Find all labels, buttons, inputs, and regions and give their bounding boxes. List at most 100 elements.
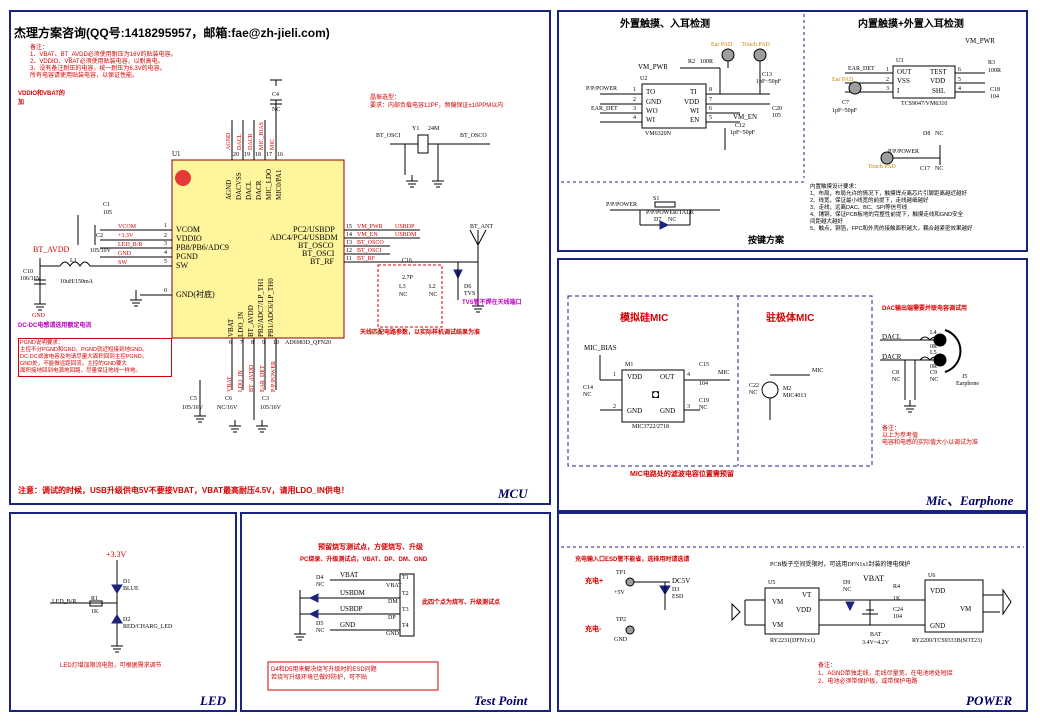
pin-pb1: PB1/ADC6/LP_TH0: [267, 278, 275, 337]
r1-value: 1K: [91, 609, 99, 615]
pin-adc4-usbdm: ADC4/PC4/USBDM: [270, 233, 338, 242]
tp-name-vbat: VBAT: [386, 583, 402, 589]
s1-key-label: P/P/POWER/TALK: [646, 210, 695, 216]
pin-num-8: 8: [251, 340, 254, 346]
tp1-value: +5V: [614, 590, 625, 596]
c19-label: C19: [699, 398, 710, 404]
c7-value: 1pF~50pF: [832, 108, 857, 114]
pin-num-9: 9: [262, 340, 265, 346]
ear-pad-label: Ear PAD: [711, 42, 733, 48]
net-mic: MIC: [270, 138, 276, 150]
u2-num-7: 7: [709, 97, 712, 103]
m1-num-4: 4: [687, 372, 690, 378]
u2-num-5: 5: [709, 115, 712, 121]
l2-value: NC: [429, 292, 438, 298]
pin-ldo-in: LDO_IN: [237, 311, 245, 337]
u3-ear-pad: Ear PAD: [832, 77, 854, 83]
tp-box-note: D4和D5用来解决烧写升级时的ESD问题 若烧写升级环境已做好防护，可不贴: [271, 667, 377, 681]
r3-label: R3: [988, 60, 996, 66]
bt-ant-label: BT_ANT: [470, 224, 493, 230]
tp-net-gnd: GND: [340, 621, 356, 629]
mic-earphone-panel: [557, 258, 1028, 512]
d6-value: TVS: [464, 291, 476, 297]
m1-pin-out: OUT: [660, 373, 675, 381]
led-title: LED: [200, 693, 226, 708]
c20-label: C20: [772, 106, 783, 112]
u2-num-6: 6: [709, 106, 712, 112]
net-vm-pwr: VM_PWR: [357, 224, 383, 230]
net-led-br: LED_B/R: [118, 242, 143, 248]
tp-t2: T2: [402, 591, 409, 597]
mic-note: 备注： 以上为参考值 电容和电感的实际值大小以调试为准: [882, 426, 979, 446]
mic-bias-label: MIC_BIAS: [584, 344, 617, 352]
u5-ref: U5: [768, 580, 776, 586]
c4-label: C4: [272, 92, 280, 98]
u2-num-2: 2: [633, 97, 636, 103]
pin-pb2: PB2/ADC7/LP_TH1: [257, 278, 265, 337]
crystal-title: 晶振选型：: [370, 95, 401, 101]
s1-label: S1: [653, 196, 660, 202]
c7-label: C7: [842, 100, 850, 106]
key-scheme-title: 按键方案: [748, 235, 785, 245]
pin-num-19: 19: [244, 152, 250, 158]
l1-label: L1: [70, 258, 77, 264]
bat-value: 3.4V~4.2V: [862, 640, 889, 646]
u5-pin-vdd: VDD: [796, 606, 812, 614]
d7-label: D7: [654, 217, 662, 223]
d5-label: D5: [316, 621, 324, 627]
c17-label: C17: [920, 166, 931, 172]
s1-pp-power: P/P/POWER: [606, 202, 638, 208]
u3-num-1: 1: [886, 67, 889, 73]
d9-label: D9: [843, 580, 851, 586]
m1-num-3: 3: [687, 404, 690, 410]
l2-label: L2: [429, 284, 436, 290]
u2-num-3: 3: [633, 106, 636, 112]
pgnd-notes: PGND说明要求： 主控不分PGND和GND。PGND就近短接到地GND。 DC…: [18, 338, 172, 377]
c15-value: 104: [699, 381, 708, 387]
m1-pin-vdd: VDD: [627, 373, 643, 381]
c10-value: 106/16V: [20, 276, 41, 282]
pin-mic-ldo: MIC_LDO: [265, 168, 273, 200]
c20-value: 105: [772, 113, 781, 119]
u3-ref: U3: [896, 58, 904, 64]
u2-pin-wi-left: WI: [646, 116, 655, 124]
u3-pp-power: P/P/POWER: [888, 149, 920, 155]
net-vm-en: VM_EN: [357, 232, 378, 238]
r4-label: R4: [893, 584, 901, 590]
l1-value: 10uH/150mA: [60, 279, 93, 285]
c9-label: C9: [930, 370, 938, 376]
d2-value: RED/CHARG_LED: [123, 624, 173, 630]
c18-label: C18: [990, 87, 1001, 93]
mcu-title: MCU: [498, 486, 528, 501]
u2-num-1: 1: [633, 87, 636, 93]
net-bt-osci: BT_OSCI: [357, 248, 382, 254]
d7-value: NC: [668, 217, 677, 223]
pin-vbat: VBAT: [227, 318, 235, 337]
pin-num-12: 12: [346, 248, 352, 254]
pcb-note: PCB板子空间受限时，可选用DFN1x1封装的锂电保护: [770, 562, 911, 568]
touch-design-notes: 内置触摸设计要求： 1、布局，布局允许的情况下，触摸焊点离芯片引脚距离越近越好 …: [810, 184, 973, 232]
pin-bt-osci: BT_OSCI: [302, 249, 335, 258]
u3-num-6: 6: [958, 67, 961, 73]
touch-panel: [557, 10, 1028, 252]
u6-pin-vdd: VDD: [930, 587, 946, 595]
mic-filter-note: MIC电路处的滤波电容位置需预留: [630, 471, 734, 478]
u2-name: VM6320N: [645, 131, 672, 137]
c16-label: C16: [402, 258, 413, 264]
pin-num-7: 7: [240, 340, 243, 346]
c16-value: 2.7P: [402, 275, 413, 281]
vm-en-label: VM_EN: [733, 113, 758, 121]
u6-ref: U6: [928, 573, 936, 579]
u3-num-3: 3: [886, 86, 889, 92]
u3-num-2: 2: [886, 77, 889, 83]
u2-pin-vdd: VDD: [684, 98, 700, 106]
m2-label: M2: [783, 386, 792, 392]
d8-value: NC: [935, 131, 944, 137]
pin-num-2: 2: [164, 233, 167, 239]
u3-ear-det: EAR_DET: [848, 66, 875, 72]
y1-label: Y1: [412, 126, 420, 132]
c8-label: C8: [892, 370, 900, 376]
m1-pin-gnd1: GND: [627, 407, 643, 415]
pin-num-6: 6: [229, 340, 232, 346]
pin-num-15: 15: [346, 224, 352, 230]
